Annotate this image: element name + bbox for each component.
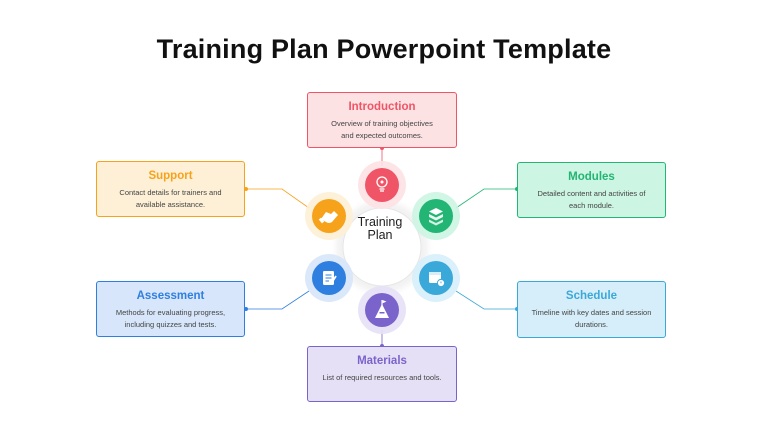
connector-assessment bbox=[246, 290, 310, 310]
card-support-desc2: available assistance. bbox=[135, 199, 206, 209]
hub-label-line1: Training bbox=[357, 215, 403, 229]
card-modules: Modules Detailed content and activities … bbox=[517, 162, 666, 218]
slide-title: Training Plan Powerpoint Template bbox=[156, 34, 612, 64]
card-schedule-desc1: Timeline with key dates and session bbox=[531, 308, 652, 317]
connector-dot-support bbox=[244, 187, 248, 191]
node-schedule-circle bbox=[412, 254, 460, 302]
mountain-flag-icon bbox=[375, 300, 389, 318]
card-materials-heading: Materials bbox=[357, 355, 407, 367]
card-schedule-heading: Schedule bbox=[565, 290, 618, 302]
hub-label-line2: Plan bbox=[367, 228, 393, 242]
card-modules-heading: Modules bbox=[568, 171, 615, 183]
node-support-circle bbox=[305, 192, 353, 240]
card-support-desc1: Contact details for trainers and bbox=[119, 188, 222, 197]
card-support: Support Contact details for trainers and… bbox=[96, 161, 245, 217]
connector-modules bbox=[455, 188, 517, 209]
checklist-icon bbox=[323, 271, 337, 285]
connector-support bbox=[246, 188, 310, 209]
card-schedule: Schedule Timeline with key dates and ses… bbox=[517, 281, 666, 338]
card-introduction: Introduction Overview of training object… bbox=[307, 92, 457, 148]
node-assessment-circle bbox=[305, 254, 353, 302]
card-materials: Materials List of required resources and… bbox=[307, 346, 457, 402]
card-introduction-desc1: Overview of training objectives bbox=[331, 119, 433, 128]
bulb-icon bbox=[376, 176, 388, 192]
card-modules-desc1: Detailed content and activities of bbox=[537, 189, 646, 198]
hub-label: Training Plan bbox=[340, 216, 420, 242]
card-schedule-desc2: durations. bbox=[575, 319, 608, 329]
connector-dot-assessment bbox=[244, 307, 248, 311]
card-assessment-heading: Assessment bbox=[136, 290, 205, 302]
node-modules-circle bbox=[412, 192, 460, 240]
card-introduction-heading: Introduction bbox=[348, 101, 416, 113]
card-introduction-desc2: and expected outcomes. bbox=[341, 130, 423, 140]
handshake-icon bbox=[318, 211, 338, 224]
layers-icon bbox=[429, 208, 443, 226]
calendar-clock-icon bbox=[429, 272, 446, 288]
card-modules-desc2: each module. bbox=[568, 200, 615, 210]
card-support-heading: Support bbox=[148, 170, 193, 182]
card-assessment: Assessment Methods for evaluating progre… bbox=[96, 281, 245, 337]
node-materials-circle bbox=[358, 286, 406, 334]
card-materials-desc1: List of required resources and tools. bbox=[322, 373, 442, 382]
connector-schedule bbox=[455, 290, 517, 310]
card-assessment-desc1: Methods for evaluating progress, bbox=[115, 308, 226, 317]
card-assessment-desc2: including quizzes and tests. bbox=[124, 319, 217, 329]
node-introduction-circle bbox=[358, 161, 406, 209]
